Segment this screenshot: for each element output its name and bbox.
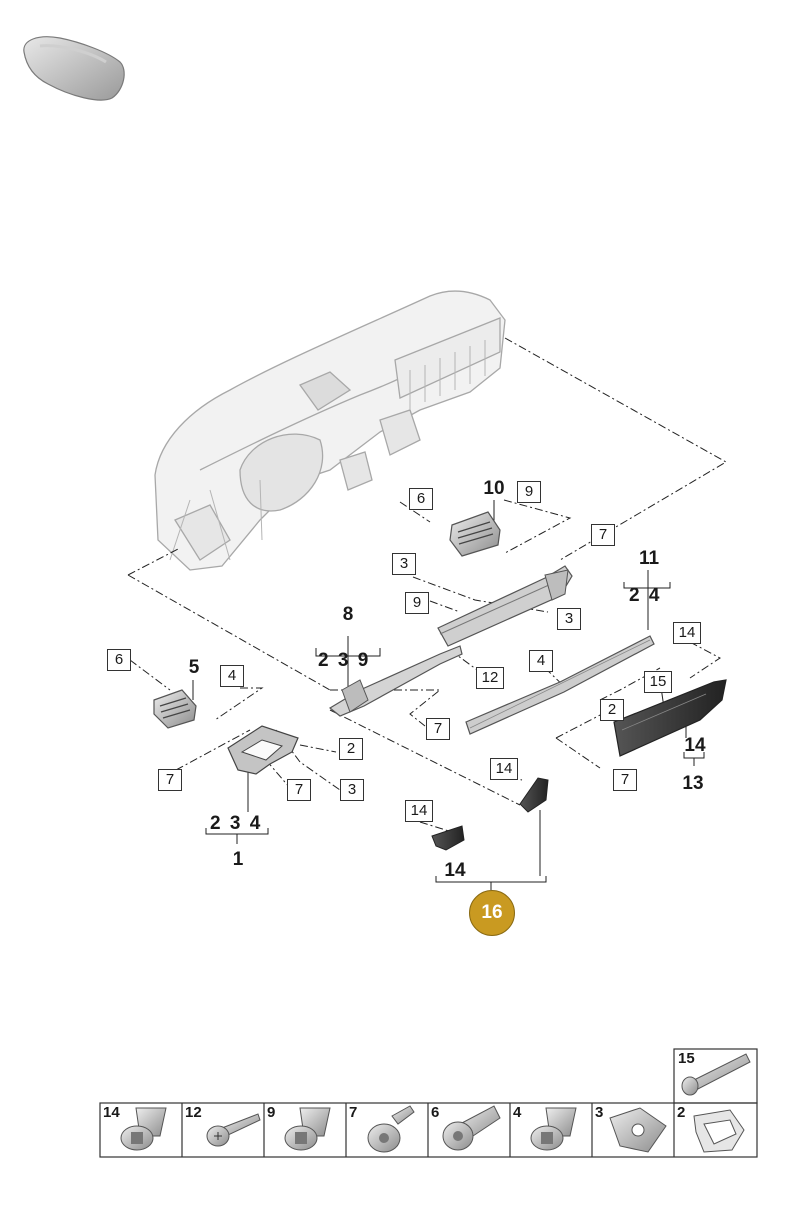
decor-panel xyxy=(613,679,727,757)
callout-6: 6 xyxy=(107,649,131,671)
group-1-parts: 2 3 4 xyxy=(210,813,263,834)
trim-strip-right xyxy=(465,635,655,735)
car-silhouette-icon xyxy=(23,36,125,101)
group-11-parts: 2 4 xyxy=(629,585,662,606)
group-badge[interactable]: 16 xyxy=(469,890,515,936)
callout-7: 7 xyxy=(158,769,182,791)
callout-14: 14 xyxy=(490,758,518,780)
callout-14: 14 xyxy=(673,622,701,644)
expansion-rivet-icon xyxy=(367,1105,415,1153)
solid-leaders xyxy=(192,500,705,890)
callout-8: 8 xyxy=(342,604,354,625)
nut-rivet-icon xyxy=(530,1107,577,1151)
callout-7: 7 xyxy=(287,779,311,801)
callout-3: 3 xyxy=(340,779,364,801)
callout-3: 3 xyxy=(392,553,416,575)
callout-13: 13 xyxy=(682,773,704,794)
fastener-label-9: 9 xyxy=(267,1104,276,1121)
callout-12: 12 xyxy=(476,667,504,689)
fastener-table xyxy=(99,1048,758,1158)
nut-rivet-icon xyxy=(120,1107,167,1151)
fastener-label-12: 12 xyxy=(185,1104,202,1121)
callout-14: 14 xyxy=(405,800,433,822)
callout-4: 4 xyxy=(220,665,244,687)
callout-14: 14 xyxy=(684,735,706,756)
cluster-bracket xyxy=(227,725,299,775)
callout-2: 2 xyxy=(600,699,624,721)
cover-piece-left xyxy=(431,825,465,851)
trim-strip-main xyxy=(328,645,463,717)
callout-15: 15 xyxy=(644,671,672,693)
nut-rivet-icon xyxy=(284,1107,331,1151)
callout-5: 5 xyxy=(188,657,200,678)
callout-9: 9 xyxy=(405,592,429,614)
callout-6: 6 xyxy=(409,488,433,510)
dashboard-carrier xyxy=(154,290,506,571)
callout-9: 9 xyxy=(517,481,541,503)
trim-strip-upper xyxy=(437,565,573,647)
group-8-parts: 2 3 9 xyxy=(318,650,371,671)
fastener-label-14: 14 xyxy=(103,1104,120,1121)
callout-14: 14 xyxy=(444,860,466,881)
callout-4: 4 xyxy=(529,650,553,672)
fastener-label-2: 2 xyxy=(677,1104,686,1121)
callout-11: 11 xyxy=(638,548,660,569)
callout-7: 7 xyxy=(426,718,450,740)
fastener-label-15: 15 xyxy=(678,1050,695,1067)
callout-3: 3 xyxy=(557,608,581,630)
fastener-label-3: 3 xyxy=(595,1104,604,1121)
air-vent-center xyxy=(449,511,501,557)
fastener-label-4: 4 xyxy=(513,1104,522,1121)
callout-7: 7 xyxy=(613,769,637,791)
fastener-label-6: 6 xyxy=(431,1104,440,1121)
torx-bolt-icon xyxy=(442,1105,501,1151)
clip-nut-icon xyxy=(609,1107,667,1153)
screw-icon xyxy=(206,1113,261,1147)
air-vent-left xyxy=(153,689,197,729)
fastener-label-7: 7 xyxy=(349,1104,358,1121)
cover-piece-right xyxy=(519,777,549,813)
callout-7: 7 xyxy=(591,524,615,546)
callout-10: 10 xyxy=(483,478,505,499)
bolt-icon xyxy=(681,1053,751,1096)
spring-clip-icon xyxy=(693,1109,745,1153)
callout-1: 1 xyxy=(232,849,244,870)
callout-2: 2 xyxy=(339,738,363,760)
